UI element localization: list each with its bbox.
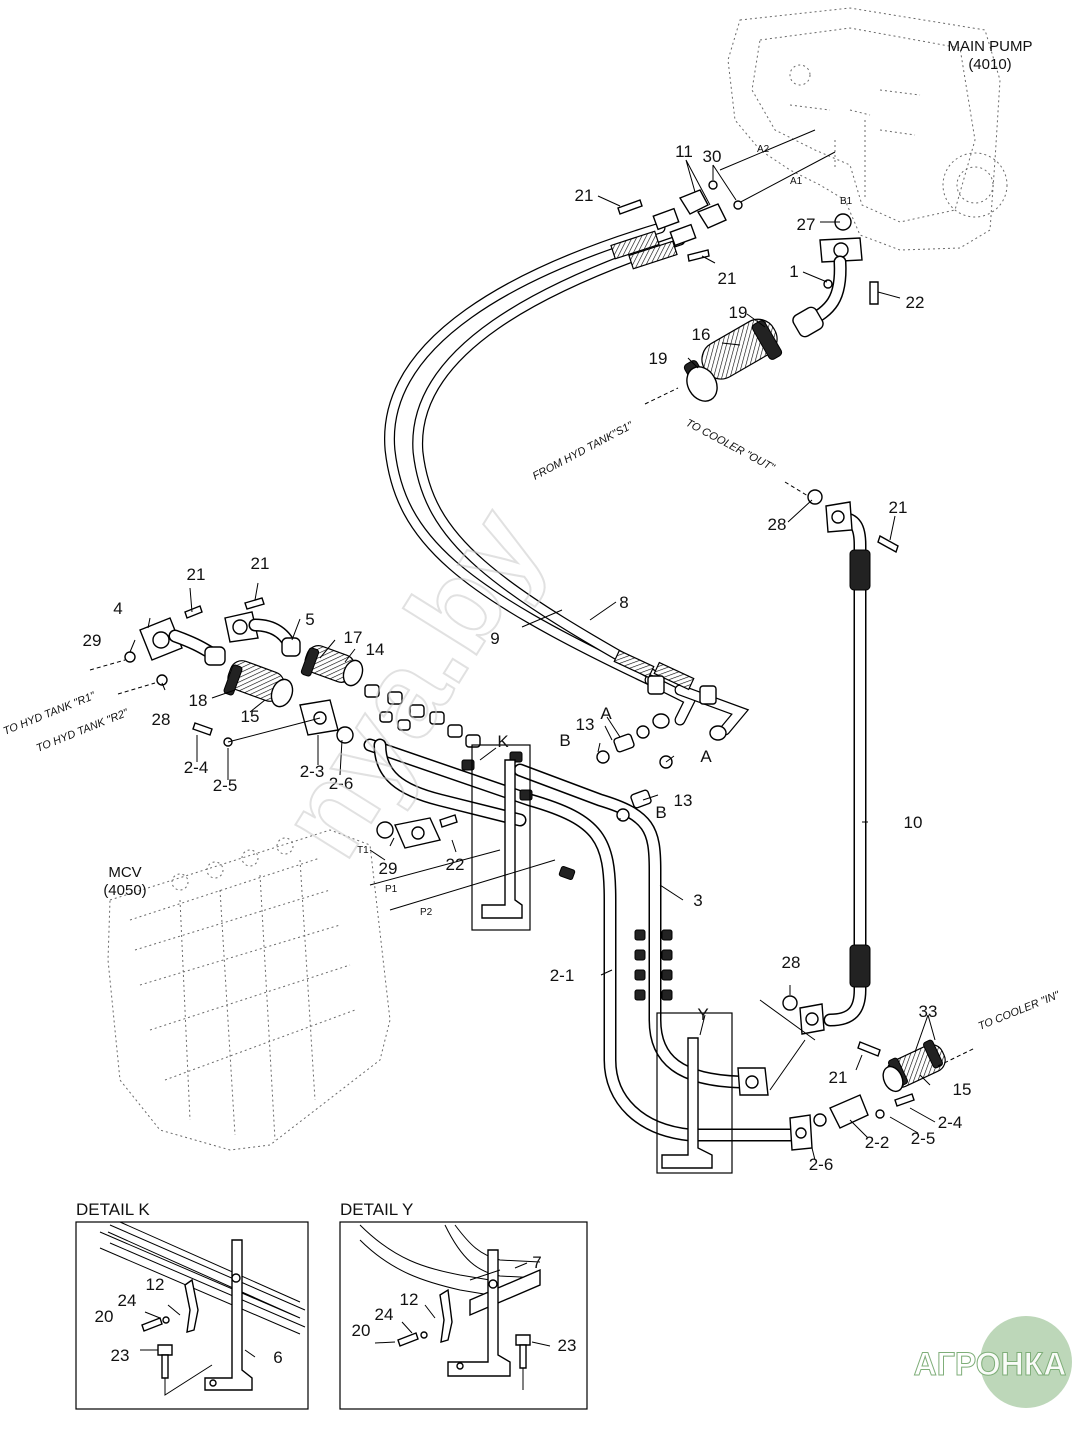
mcv-fitting-cluster	[364, 684, 533, 849]
bracket-y	[656, 1012, 733, 1174]
callout-2-1: 2-1	[550, 966, 575, 985]
detail-k-callout-23: 23	[111, 1346, 130, 1365]
detail-y-title: DETAIL Y	[340, 1200, 413, 1219]
pump-port-leaders	[719, 129, 836, 206]
cooler-pipe-10	[782, 489, 899, 1057]
callout-9: 9	[490, 629, 499, 648]
callout-16: 16	[692, 325, 711, 344]
callout-18: 18	[189, 691, 208, 710]
callout-11: 11	[675, 142, 693, 161]
suction-assembly	[683, 213, 879, 402]
return-pipes	[363, 738, 869, 1151]
detail-k-callout-12: 12	[146, 1275, 165, 1294]
callout-14: 14	[366, 640, 385, 659]
left-return-group	[124, 597, 364, 747]
callout-port-b: B	[655, 803, 666, 822]
note-from-hyd-tank: FROM HYD TANK"S1"	[531, 419, 636, 482]
callout-2-5: 2-5	[911, 1129, 936, 1148]
callout-28: 28	[152, 710, 171, 729]
hose-end-fittings-bottom	[647, 675, 727, 741]
callout-2-3: 2-3	[300, 762, 325, 781]
port-a2-label: A2	[757, 144, 770, 155]
mcv-code: (4050)	[103, 882, 146, 899]
callout-29: 29	[83, 631, 102, 650]
detail-k-callout-24: 24	[118, 1291, 137, 1310]
callout-15: 15	[241, 707, 260, 726]
bracket-k	[471, 744, 531, 931]
port-b1-label: B1	[840, 196, 853, 207]
callout-2-5: 2-5	[213, 776, 238, 795]
callout-27: 27	[797, 215, 816, 234]
callout-19: 19	[729, 303, 748, 322]
callout-13: 13	[576, 715, 595, 734]
callout-21: 21	[718, 269, 737, 288]
leader-lines	[129, 159, 936, 1161]
detail-y-callout-23: 23	[558, 1336, 577, 1355]
detail-k-title: DETAIL K	[76, 1200, 150, 1219]
mcv-title: MCV	[108, 864, 141, 881]
callout-2-4: 2-4	[938, 1113, 963, 1132]
callout-28: 28	[782, 953, 801, 972]
callout-30: 30	[703, 147, 722, 166]
detail-k-callout-20: 20	[95, 1307, 114, 1326]
detail-y-callout-24: 24	[375, 1305, 394, 1324]
port-a1-label: A1	[790, 176, 803, 187]
detail-y-callout-20: 20	[352, 1321, 371, 1340]
detail-k-panel	[75, 1221, 309, 1410]
note-to-cooler-in: TO COOLER "IN"	[977, 989, 1063, 1033]
callout-2-6: 2-6	[809, 1155, 834, 1174]
mcv-outline	[107, 829, 391, 1151]
callout-2-2: 2-2	[865, 1133, 890, 1152]
callout-17: 17	[344, 628, 363, 647]
callout-33: 33	[919, 1002, 938, 1021]
callout-numbers: 21 11 30 27 1 22 21 19 16 19 28 21 21 21…	[83, 142, 972, 1174]
callout-detail-k-marker: K	[497, 732, 509, 751]
pipe-clamp-blocks	[558, 865, 673, 1001]
callout-3: 3	[693, 891, 702, 910]
callout-21: 21	[575, 186, 594, 205]
watermark-agronka-logo: АГРОНКА	[913, 1316, 1072, 1408]
detail-y-drawing	[359, 1224, 551, 1390]
callout-21: 21	[187, 565, 206, 584]
hose-end-fittings-top	[617, 180, 743, 262]
callout-port-b: B	[559, 731, 570, 750]
cooler-in-hose	[875, 1039, 946, 1119]
callout-21: 21	[889, 498, 908, 517]
callout-15: 15	[953, 1080, 972, 1099]
callout-5: 5	[305, 610, 314, 629]
direction-arrows	[89, 387, 976, 1067]
callout-port-a: A	[700, 747, 712, 766]
callout-22: 22	[446, 855, 465, 874]
callout-13: 13	[674, 791, 693, 810]
callout-1: 1	[789, 262, 798, 281]
detail-y-callout-7: 7	[532, 1253, 541, 1272]
callout-2-4: 2-4	[184, 758, 209, 777]
main-pump-title: MAIN PUMP	[947, 38, 1032, 55]
callout-28: 28	[768, 515, 787, 534]
callout-21: 21	[251, 554, 270, 573]
main-pump-outline	[727, 7, 1008, 251]
main-pump-code: (4010)	[968, 56, 1011, 73]
callout-port-a: A	[600, 704, 612, 723]
agronka-logo-text: АГРОНКА	[914, 1346, 1067, 1382]
callout-10: 10	[904, 813, 923, 832]
callout-29: 29	[379, 859, 398, 878]
callout-21: 21	[829, 1068, 848, 1087]
callout-4: 4	[113, 599, 122, 618]
port-p1-label: P1	[385, 884, 398, 895]
port-t1-label: T1	[357, 845, 369, 856]
callout-2-6: 2-6	[329, 774, 354, 793]
detail-k-callout-6: 6	[273, 1348, 282, 1367]
callout-detail-y-marker: Y	[697, 1005, 708, 1024]
detail-k-drawing	[99, 1221, 306, 1396]
port-p2-label: P2	[420, 907, 433, 918]
adaptors-13	[596, 725, 673, 822]
detail-y-panel	[339, 1221, 588, 1410]
callout-22: 22	[906, 293, 925, 312]
callout-8: 8	[619, 593, 628, 612]
note-to-cooler-out: TO COOLER "OUT"	[684, 417, 778, 474]
detail-y-callout-12: 12	[400, 1290, 419, 1309]
callout-19: 19	[649, 349, 668, 368]
